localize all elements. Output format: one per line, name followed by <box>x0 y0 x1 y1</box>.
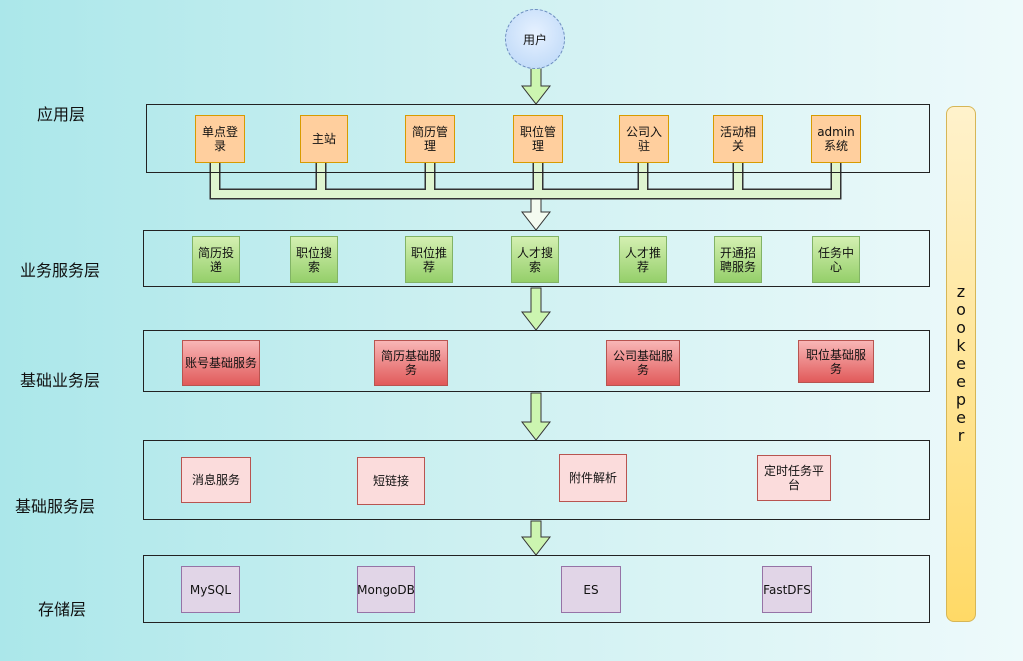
node-label: 短链接 <box>372 474 409 488</box>
base-svc-node-scheduler: 定时任务平台 <box>757 455 831 501</box>
app-node-activities: 活动相关 <box>713 115 763 163</box>
zookeeper-letter: r <box>957 426 965 445</box>
base-svc-node-short-link: 短链接 <box>357 457 425 505</box>
zookeeper-letter: p <box>955 390 967 409</box>
layer-label-storage: 存储层 <box>38 600 87 619</box>
node-label: 开通招聘服务 <box>719 245 756 274</box>
layer-box-basic-service <box>143 440 930 520</box>
app-node-main-site: 主站 <box>300 115 348 163</box>
app-node-job-mgmt: 职位管理 <box>513 115 563 163</box>
biz-node-recruit-service: 开通招聘服务 <box>714 236 762 283</box>
app-node-resume-mgmt: 简历管理 <box>405 115 455 163</box>
node-label: 职位搜索 <box>295 245 332 274</box>
zookeeper-letter: o <box>956 318 966 337</box>
node-label: 人才推荐 <box>624 245 661 274</box>
zookeeper-letter: o <box>956 300 966 319</box>
biz-node-talent-recommend: 人才推荐 <box>619 236 667 283</box>
zookeeper-letter: k <box>956 336 966 355</box>
arrow-basic-service-to-storage <box>520 520 552 556</box>
node-label: 简历管理 <box>411 125 448 153</box>
node-label: 单点登录 <box>201 125 238 153</box>
biz-node-job-search: 职位搜索 <box>290 236 338 283</box>
layer-label-basic-service: 基础服务层 <box>15 497 96 516</box>
node-label: 简历基础服务 <box>380 349 441 377</box>
node-label: 消息服务 <box>191 473 240 487</box>
zookeeper-letter: z <box>956 282 966 301</box>
node-label: 定时任务平台 <box>763 464 824 492</box>
node-label: 公司基础服务 <box>612 349 673 377</box>
arrow-application-to-business-service <box>520 198 552 231</box>
node-label: 职位基础服务 <box>805 347 866 376</box>
node-label: admin系统 <box>817 125 855 153</box>
base-biz-node-job: 职位基础服务 <box>798 340 874 383</box>
app-node-company-onboard: 公司入驻 <box>619 115 669 163</box>
node-label: ES <box>583 582 599 597</box>
node-label: 任务中心 <box>817 245 854 274</box>
storage-node-fastdfs: FastDFS <box>762 566 812 613</box>
layer-box-business-service <box>143 230 930 287</box>
node-label: 职位管理 <box>519 125 556 153</box>
layer-label-basic-business: 基础业务层 <box>20 371 101 390</box>
biz-node-job-recommend: 职位推荐 <box>405 236 453 283</box>
node-label: 简历投递 <box>197 245 234 274</box>
user-label: 用户 <box>522 32 547 47</box>
arrow-business-service-to-basic-business <box>520 287 552 331</box>
layer-box-application <box>146 104 930 173</box>
node-label: MySQL <box>189 582 232 597</box>
node-label: 职位推荐 <box>410 245 447 274</box>
user-node: 用户 <box>505 9 565 69</box>
node-label: 活动相关 <box>719 125 756 153</box>
storage-node-es: ES <box>561 566 621 613</box>
node-label: MongoDB <box>357 582 415 597</box>
node-label: 公司入驻 <box>625 125 662 153</box>
base-svc-node-message: 消息服务 <box>181 457 251 503</box>
biz-node-resume-delivery: 简历投递 <box>192 236 240 283</box>
app-node-admin: admin系统 <box>811 115 861 163</box>
biz-node-task-center: 任务中心 <box>812 236 860 283</box>
arrow-basic-business-to-basic-service <box>520 392 552 441</box>
node-label: FastDFS <box>763 582 811 597</box>
zookeeper-letter: e <box>956 408 966 427</box>
layer-label-application: 应用层 <box>37 105 86 124</box>
layer-box-basic-business <box>143 330 930 392</box>
node-label: 主站 <box>311 132 336 146</box>
base-biz-node-account: 账号基础服务 <box>182 340 260 386</box>
zookeeper-letter: e <box>956 354 966 373</box>
base-biz-node-company: 公司基础服务 <box>606 340 680 386</box>
zookeeper-letter: e <box>956 372 966 391</box>
node-label: 账号基础服务 <box>185 356 258 370</box>
app-node-sso: 单点登录 <box>195 115 245 163</box>
base-svc-node-attachment-parse: 附件解析 <box>559 454 627 502</box>
node-label: 附件解析 <box>568 471 617 485</box>
arrow-user-to-application <box>520 67 552 105</box>
node-label: 人才搜索 <box>516 245 553 274</box>
layer-box-storage <box>143 555 930 623</box>
storage-node-mysql: MySQL <box>181 566 240 613</box>
layer-label-business-service: 业务服务层 <box>20 261 101 280</box>
biz-node-talent-search: 人才搜索 <box>511 236 559 283</box>
storage-node-mongodb: MongoDB <box>357 566 415 613</box>
base-biz-node-resume: 简历基础服务 <box>374 340 448 386</box>
